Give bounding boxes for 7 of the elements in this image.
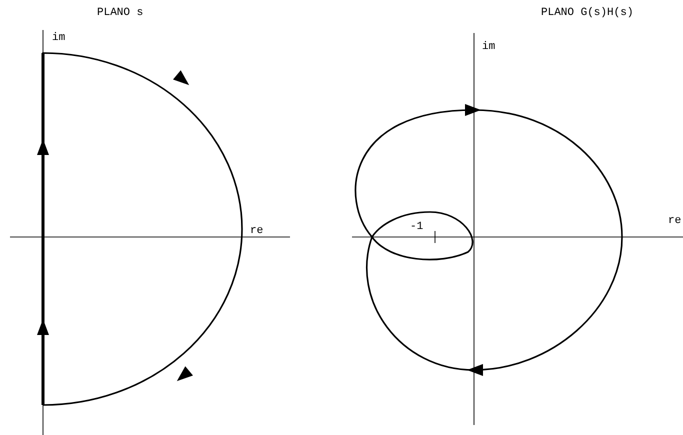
plane-title: PLANO s bbox=[97, 8, 144, 19]
tick-label: -1 bbox=[410, 222, 424, 233]
axis-label: re bbox=[668, 216, 682, 227]
plane-title: PLANO G(s)H(s) bbox=[541, 8, 634, 19]
axis-label: re bbox=[250, 226, 264, 237]
axis-label: im bbox=[52, 33, 66, 44]
axis-label: im bbox=[482, 42, 496, 53]
